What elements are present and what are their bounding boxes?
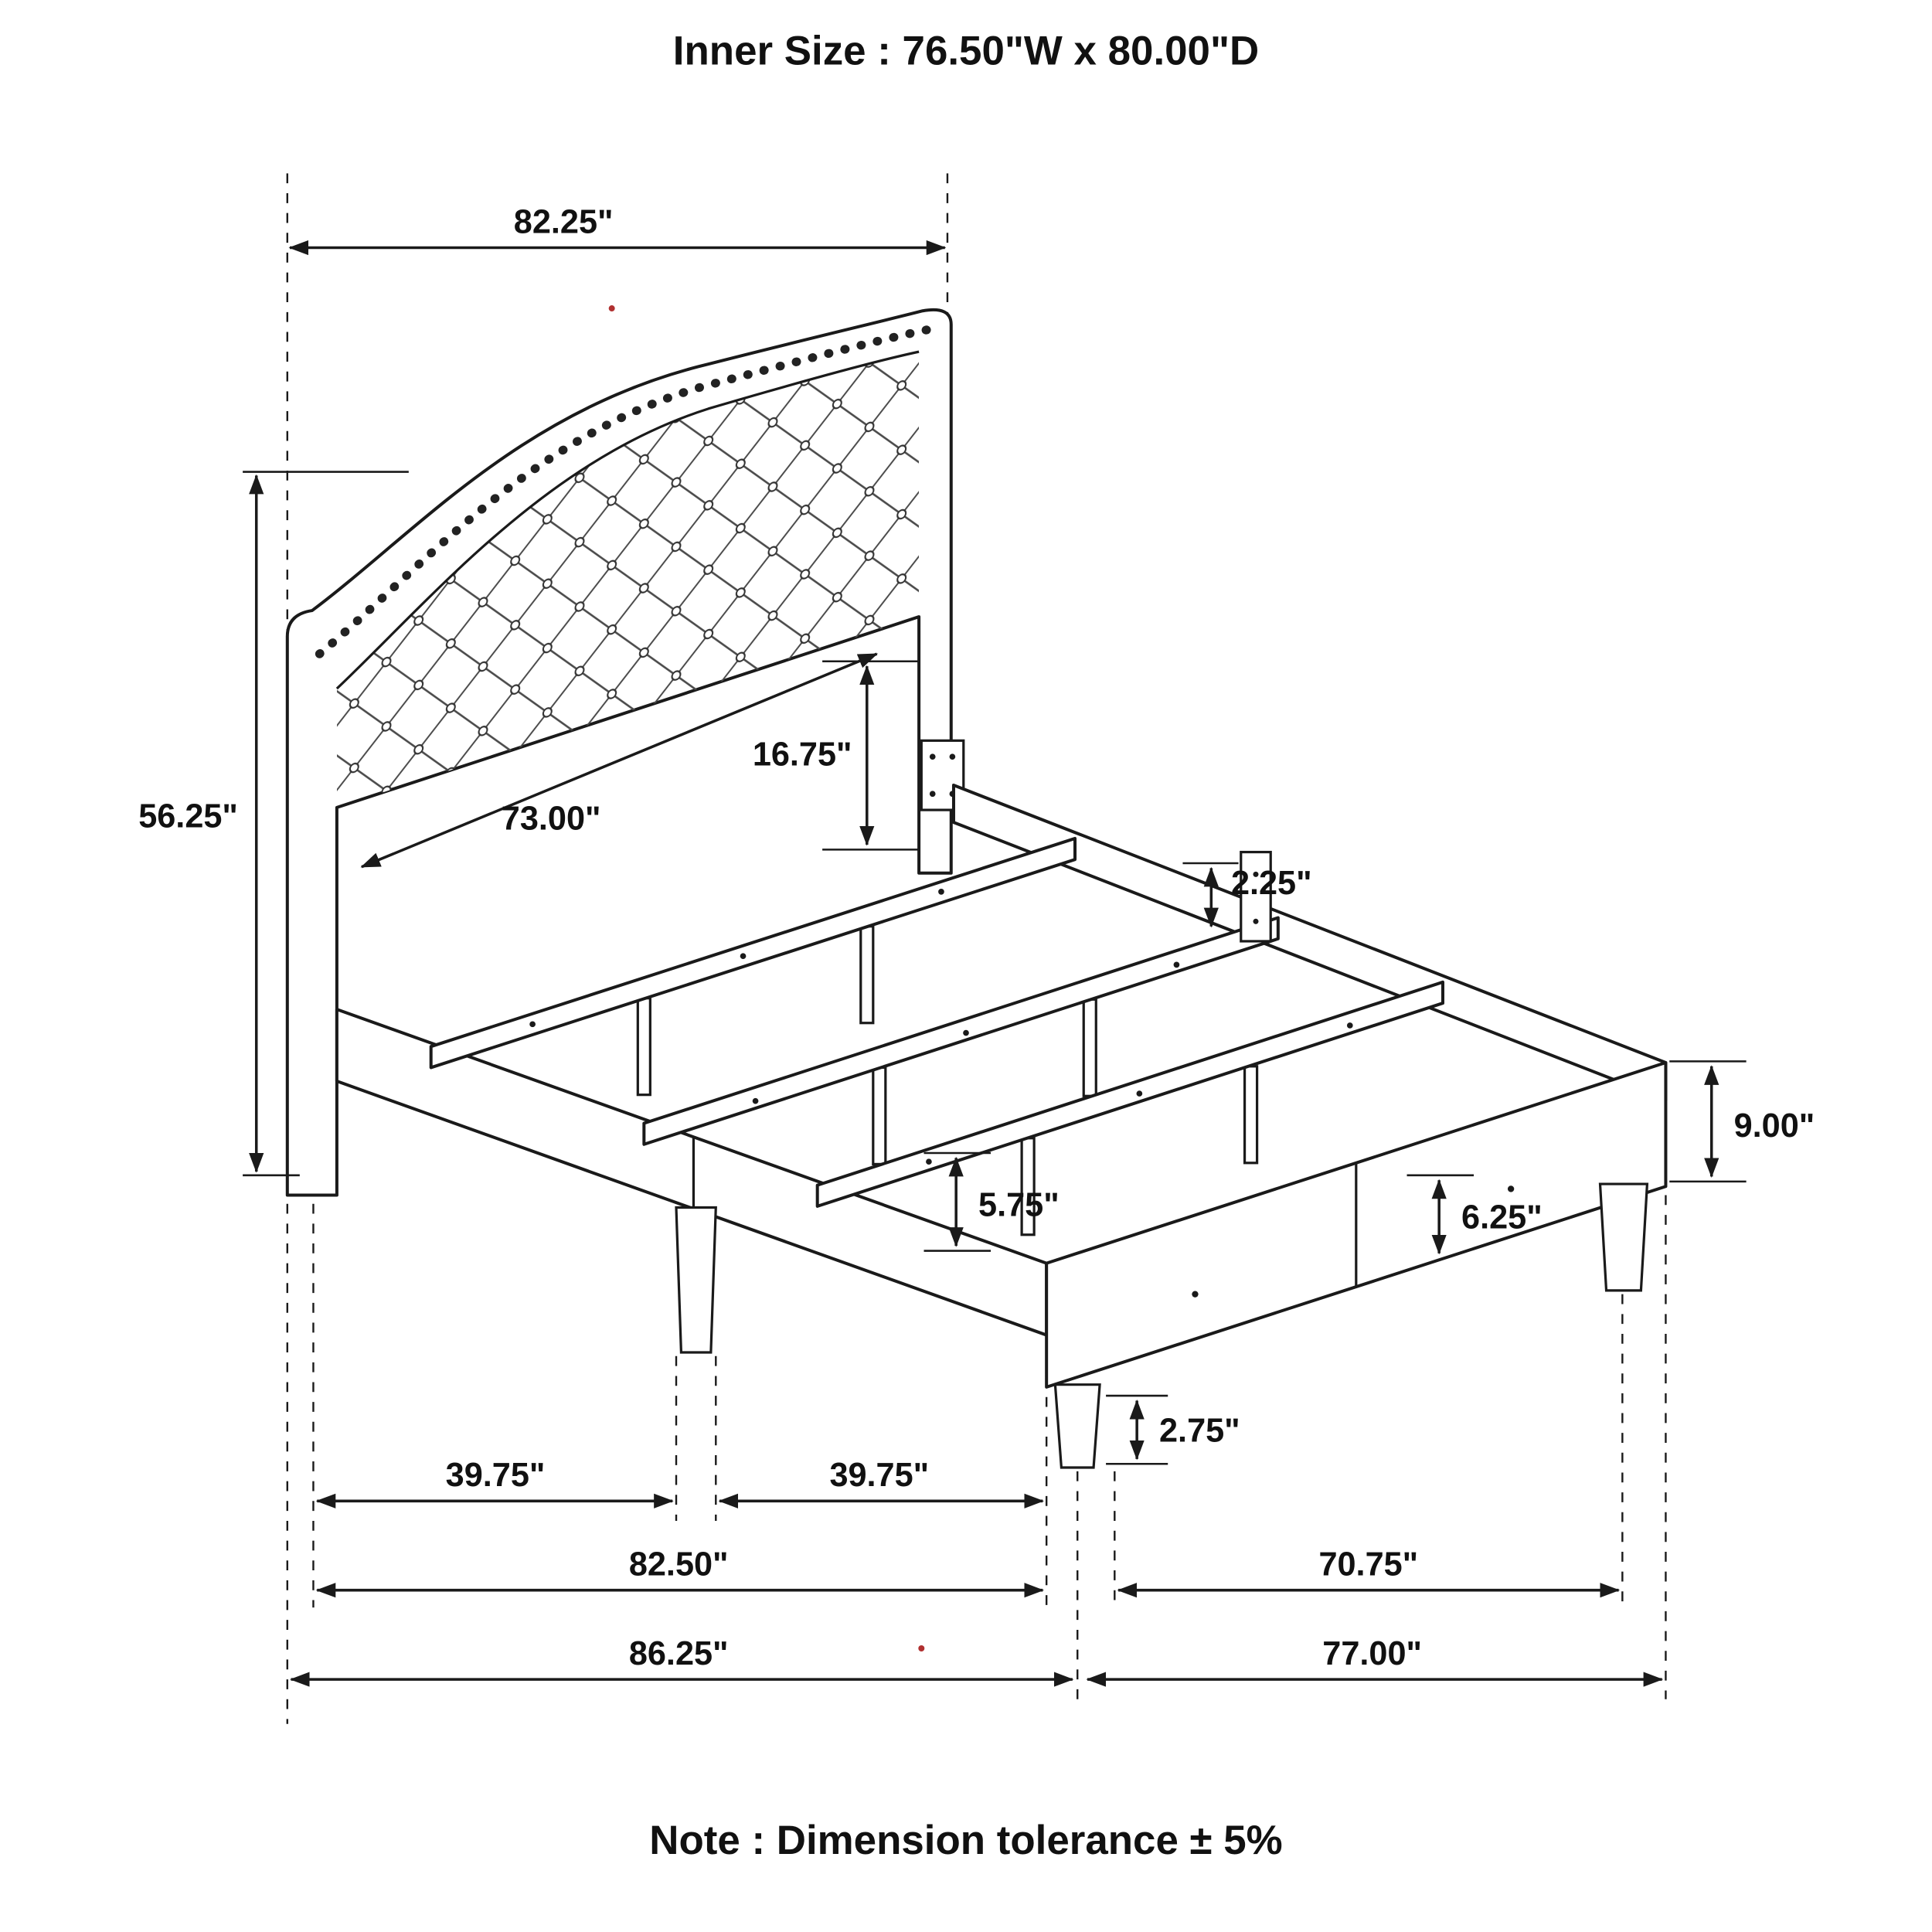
inner-size-title: Inner Size : 76.50"W x 80.00"D bbox=[673, 28, 1259, 73]
slat-rail-3 bbox=[815, 980, 1444, 1208]
dim-rail-gap: 2.25" bbox=[1231, 865, 1312, 902]
dim-leg-span-right: 39.75" bbox=[829, 1457, 929, 1494]
red-speck-1 bbox=[608, 305, 615, 312]
dimension-annotations: 82.25" 56.25" 73.00" 16.75" 2.25" 5.75" … bbox=[138, 203, 1815, 1687]
nailhead-trim bbox=[315, 325, 934, 658]
dim-center-support-height: 5.75" bbox=[978, 1187, 1060, 1224]
dim-overall-width: 77.00" bbox=[1322, 1635, 1422, 1672]
tolerance-note: Note : Dimension tolerance ± 5% bbox=[649, 1818, 1282, 1863]
slat-rails bbox=[429, 836, 1444, 1236]
dim-leg-span-left: 39.75" bbox=[446, 1457, 546, 1494]
front-left-leg bbox=[675, 1206, 717, 1354]
dim-headboard-panel-height: 16.75" bbox=[753, 736, 852, 773]
slat-rail-2 bbox=[642, 916, 1280, 1146]
panel-top-edge bbox=[335, 350, 920, 690]
corner-legs bbox=[675, 1182, 1649, 1469]
far-side-rail bbox=[951, 784, 1668, 1102]
dim-overall-length: 86.25" bbox=[629, 1635, 729, 1672]
slat-leg bbox=[636, 997, 651, 1097]
dim-headboard-height: 56.25" bbox=[138, 798, 238, 835]
slat-leg bbox=[859, 925, 875, 1025]
slat-leg bbox=[872, 1066, 887, 1166]
footboard bbox=[1045, 1060, 1668, 1389]
dim-front-leg-height: 2.75" bbox=[1159, 1412, 1240, 1449]
red-speck-2 bbox=[918, 1645, 925, 1652]
center-cleat bbox=[1240, 850, 1272, 943]
slat-leg bbox=[1243, 1065, 1259, 1165]
dim-headboard-width: 82.25" bbox=[514, 203, 614, 240]
dim-footboard-end-height: 9.00" bbox=[1734, 1107, 1815, 1145]
slat-rail-1 bbox=[429, 836, 1077, 1070]
dim-footboard-width: 70.75" bbox=[1318, 1546, 1418, 1583]
dim-frame-length: 82.50" bbox=[629, 1546, 729, 1583]
footboard-right-leg bbox=[1598, 1182, 1649, 1292]
dim-headboard-inner-width: 73.00" bbox=[502, 801, 601, 838]
dim-footboard-inner-height: 6.25" bbox=[1461, 1199, 1543, 1236]
slat-leg bbox=[1082, 998, 1097, 1097]
footboard-front-leg bbox=[1053, 1383, 1101, 1469]
